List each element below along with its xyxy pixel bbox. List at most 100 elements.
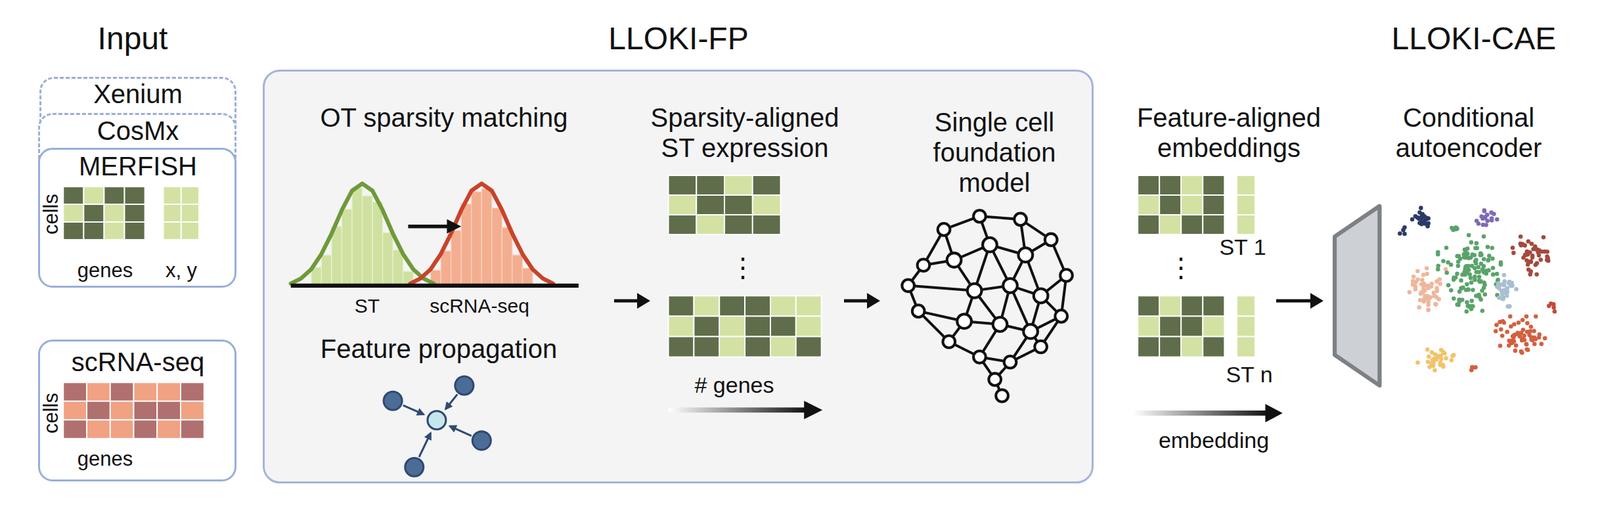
embedding-point	[1519, 331, 1524, 336]
embedding-point	[1463, 267, 1468, 272]
embedding-point	[1466, 287, 1471, 292]
stage-title: Conditional autoencoder	[1383, 102, 1555, 163]
embedding-point	[1477, 274, 1482, 280]
matrix-cell	[1137, 214, 1160, 235]
embedding-point	[1402, 231, 1407, 237]
embedding-point	[1434, 357, 1440, 362]
histogram-bar	[372, 201, 383, 286]
matrix-cell	[110, 401, 134, 420]
embedding-point	[1507, 304, 1512, 309]
embedding-point	[1489, 216, 1495, 221]
embedding-point	[1448, 288, 1454, 293]
matching-arrow	[407, 224, 449, 228]
embedding-point	[1513, 343, 1519, 349]
embedding-point	[1531, 329, 1537, 334]
network-link	[1025, 254, 1041, 296]
embedding-point	[1522, 337, 1528, 343]
embedding-point	[1427, 364, 1432, 370]
embedding-point	[1476, 221, 1482, 226]
embedding-point	[1538, 257, 1543, 263]
embedding-point	[1462, 247, 1468, 253]
network-link	[908, 285, 919, 312]
matrix-cell	[693, 336, 720, 357]
matrix-cell	[156, 401, 181, 420]
matrix-cell	[668, 195, 697, 215]
embedding-point	[1478, 252, 1484, 258]
embedding-point	[1413, 279, 1419, 285]
embedding-point	[1430, 357, 1436, 362]
embedding-point	[1454, 225, 1459, 231]
stage-title: Feature propagation	[320, 333, 557, 364]
generated-art	[63, 175, 1557, 439]
matrix-cell	[724, 175, 753, 196]
embedding-point	[1536, 332, 1542, 337]
axis-label: genes	[77, 447, 133, 471]
embedding-point	[1483, 222, 1489, 228]
embedding-point	[1544, 254, 1550, 259]
embedding-point	[1526, 239, 1532, 244]
embedding-point	[1502, 272, 1507, 278]
embedding-point	[1469, 263, 1475, 268]
embedding-point	[1551, 305, 1556, 311]
matrix-cell	[1236, 195, 1256, 215]
embedding-point	[1485, 258, 1491, 263]
network-link	[1061, 275, 1067, 316]
matrix-cell	[1159, 175, 1181, 196]
embedding-point	[1444, 270, 1450, 276]
embedding-point	[1468, 275, 1474, 281]
arrow-shaft	[1276, 299, 1312, 303]
embedding-point	[1431, 290, 1437, 295]
matrix-cell	[133, 401, 158, 420]
embedding-point	[1481, 216, 1487, 221]
network-node	[912, 304, 925, 318]
embedding-point	[1511, 338, 1517, 344]
matrix-cell	[181, 204, 200, 223]
matrix-cell	[124, 204, 146, 223]
embedding-point	[1502, 283, 1507, 288]
embedding-point	[1516, 320, 1522, 326]
embedding-point	[1487, 253, 1492, 259]
matrix-cell	[181, 222, 200, 240]
gradient-arrow	[1132, 410, 1267, 416]
matrix-cell	[110, 419, 134, 439]
embedding-point	[1534, 260, 1540, 266]
arrow-head	[1265, 403, 1283, 423]
embedding-point	[1533, 313, 1539, 319]
embedding-point	[1479, 288, 1485, 293]
dataset-box: scRNA-seqcellsgenes	[38, 339, 237, 482]
network-node	[1004, 355, 1017, 369]
embedding-point	[1524, 313, 1530, 319]
network-node	[982, 237, 998, 253]
matrix-cell	[1180, 195, 1203, 215]
embedding-point	[1477, 294, 1482, 300]
matrix-cell	[1137, 336, 1160, 357]
graph-node	[405, 457, 424, 477]
embedding-point	[1512, 332, 1518, 337]
embedding-point	[1430, 363, 1436, 368]
embedding-point	[1483, 214, 1488, 220]
network-node	[1014, 213, 1027, 226]
embedding-point	[1462, 254, 1467, 260]
histogram-bar	[491, 208, 503, 286]
embedding-point	[1410, 217, 1415, 223]
arrow-head	[637, 292, 651, 309]
embedding-point	[1485, 212, 1490, 218]
embedding-point	[1488, 210, 1494, 215]
histogram-bar	[352, 187, 363, 286]
embedding-point	[1520, 317, 1526, 323]
embedding-point	[1498, 262, 1504, 267]
embedding-point	[1463, 271, 1468, 276]
network-link	[1041, 315, 1062, 347]
embedding-point	[1490, 272, 1496, 278]
embedding-point	[1519, 350, 1525, 356]
embedding-point	[1496, 286, 1502, 291]
embedding-point	[1481, 264, 1487, 269]
embedding-point	[1444, 245, 1449, 251]
embedding-point	[1517, 331, 1523, 336]
stage-title: Single cell foundation model	[918, 107, 1070, 198]
matrix-cell	[1137, 315, 1160, 337]
matrix-cell	[103, 222, 125, 240]
embedding-point	[1427, 295, 1432, 301]
embedding-point	[1466, 233, 1472, 238]
embedding-point	[1551, 302, 1556, 307]
